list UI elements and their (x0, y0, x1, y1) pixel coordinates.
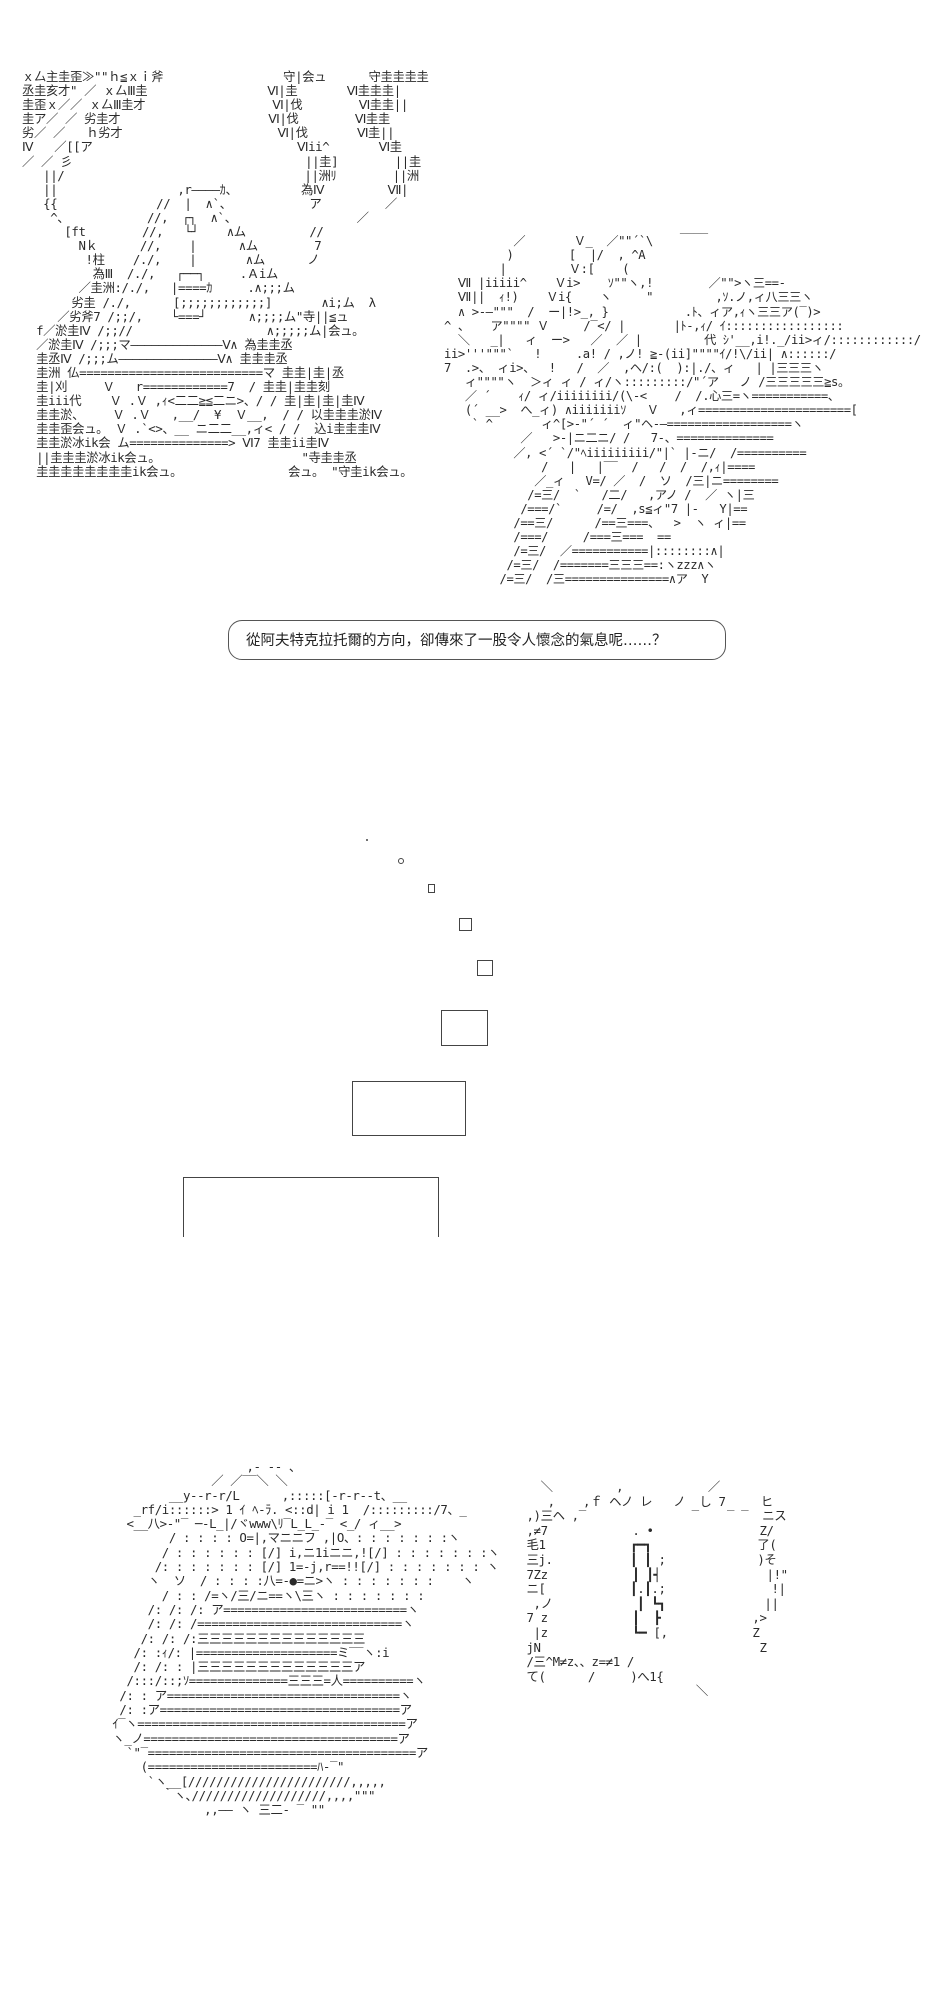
yukkuri-character-ascii-art: ,- -- 、 ／ ／‾‾＼ ＼ __y--r-r/L ,:::::[-r-r-… (112, 1459, 500, 1818)
bubble-square-3 (477, 960, 493, 976)
bubble-square-4 (441, 1010, 488, 1046)
panel-1-scene: ｘ厶主圭歪≫""ｈ≦ｘｉ斧 守|会ュ 守圭圭圭圭 丞圭亥才" ／ ｘ厶Ⅲ圭 Ⅵ|… (0, 60, 929, 680)
caption-text: 從阿夫特克拉托爾的方向，卻傳來了一股令人懷念的氣息呢……？ (246, 633, 667, 649)
bubble-rect-5 (352, 1081, 466, 1136)
bubble-square-2 (459, 918, 472, 931)
caption-box (228, 620, 726, 660)
exclamation-bubble-ascii-art: ＼ , ／ , ,ｆ ヘノ レ ノ し 7 ヒ ,)三ヘ ,‾ ‾ ‾ ‾ ニス… (526, 1479, 788, 1699)
thought-bubble-large (183, 1177, 439, 1237)
small-circle (398, 858, 404, 864)
left-figure-ascii-art: ｘ厶主圭歪≫""ｈ≦ｘｉ斧 守|会ュ 守圭圭圭圭 丞圭亥才" ／ ｘ厶Ⅲ圭 Ⅵ|… (22, 69, 429, 479)
bubble-square-1 (428, 884, 435, 893)
right-figure-ascii-art: ____ ／ Ｖ_ ／""´`\ ) [ |/ , ^A | Ｖ:[ ( Ⅶ |… (444, 220, 921, 587)
tiny-dot (366, 839, 368, 841)
panel-2-thought-bubbles (0, 820, 929, 1260)
panel-3-scene: ,- -- 、 ／ ／‾‾＼ ＼ __y--r-r/L ,:::::[-r-r-… (0, 1459, 929, 2000)
